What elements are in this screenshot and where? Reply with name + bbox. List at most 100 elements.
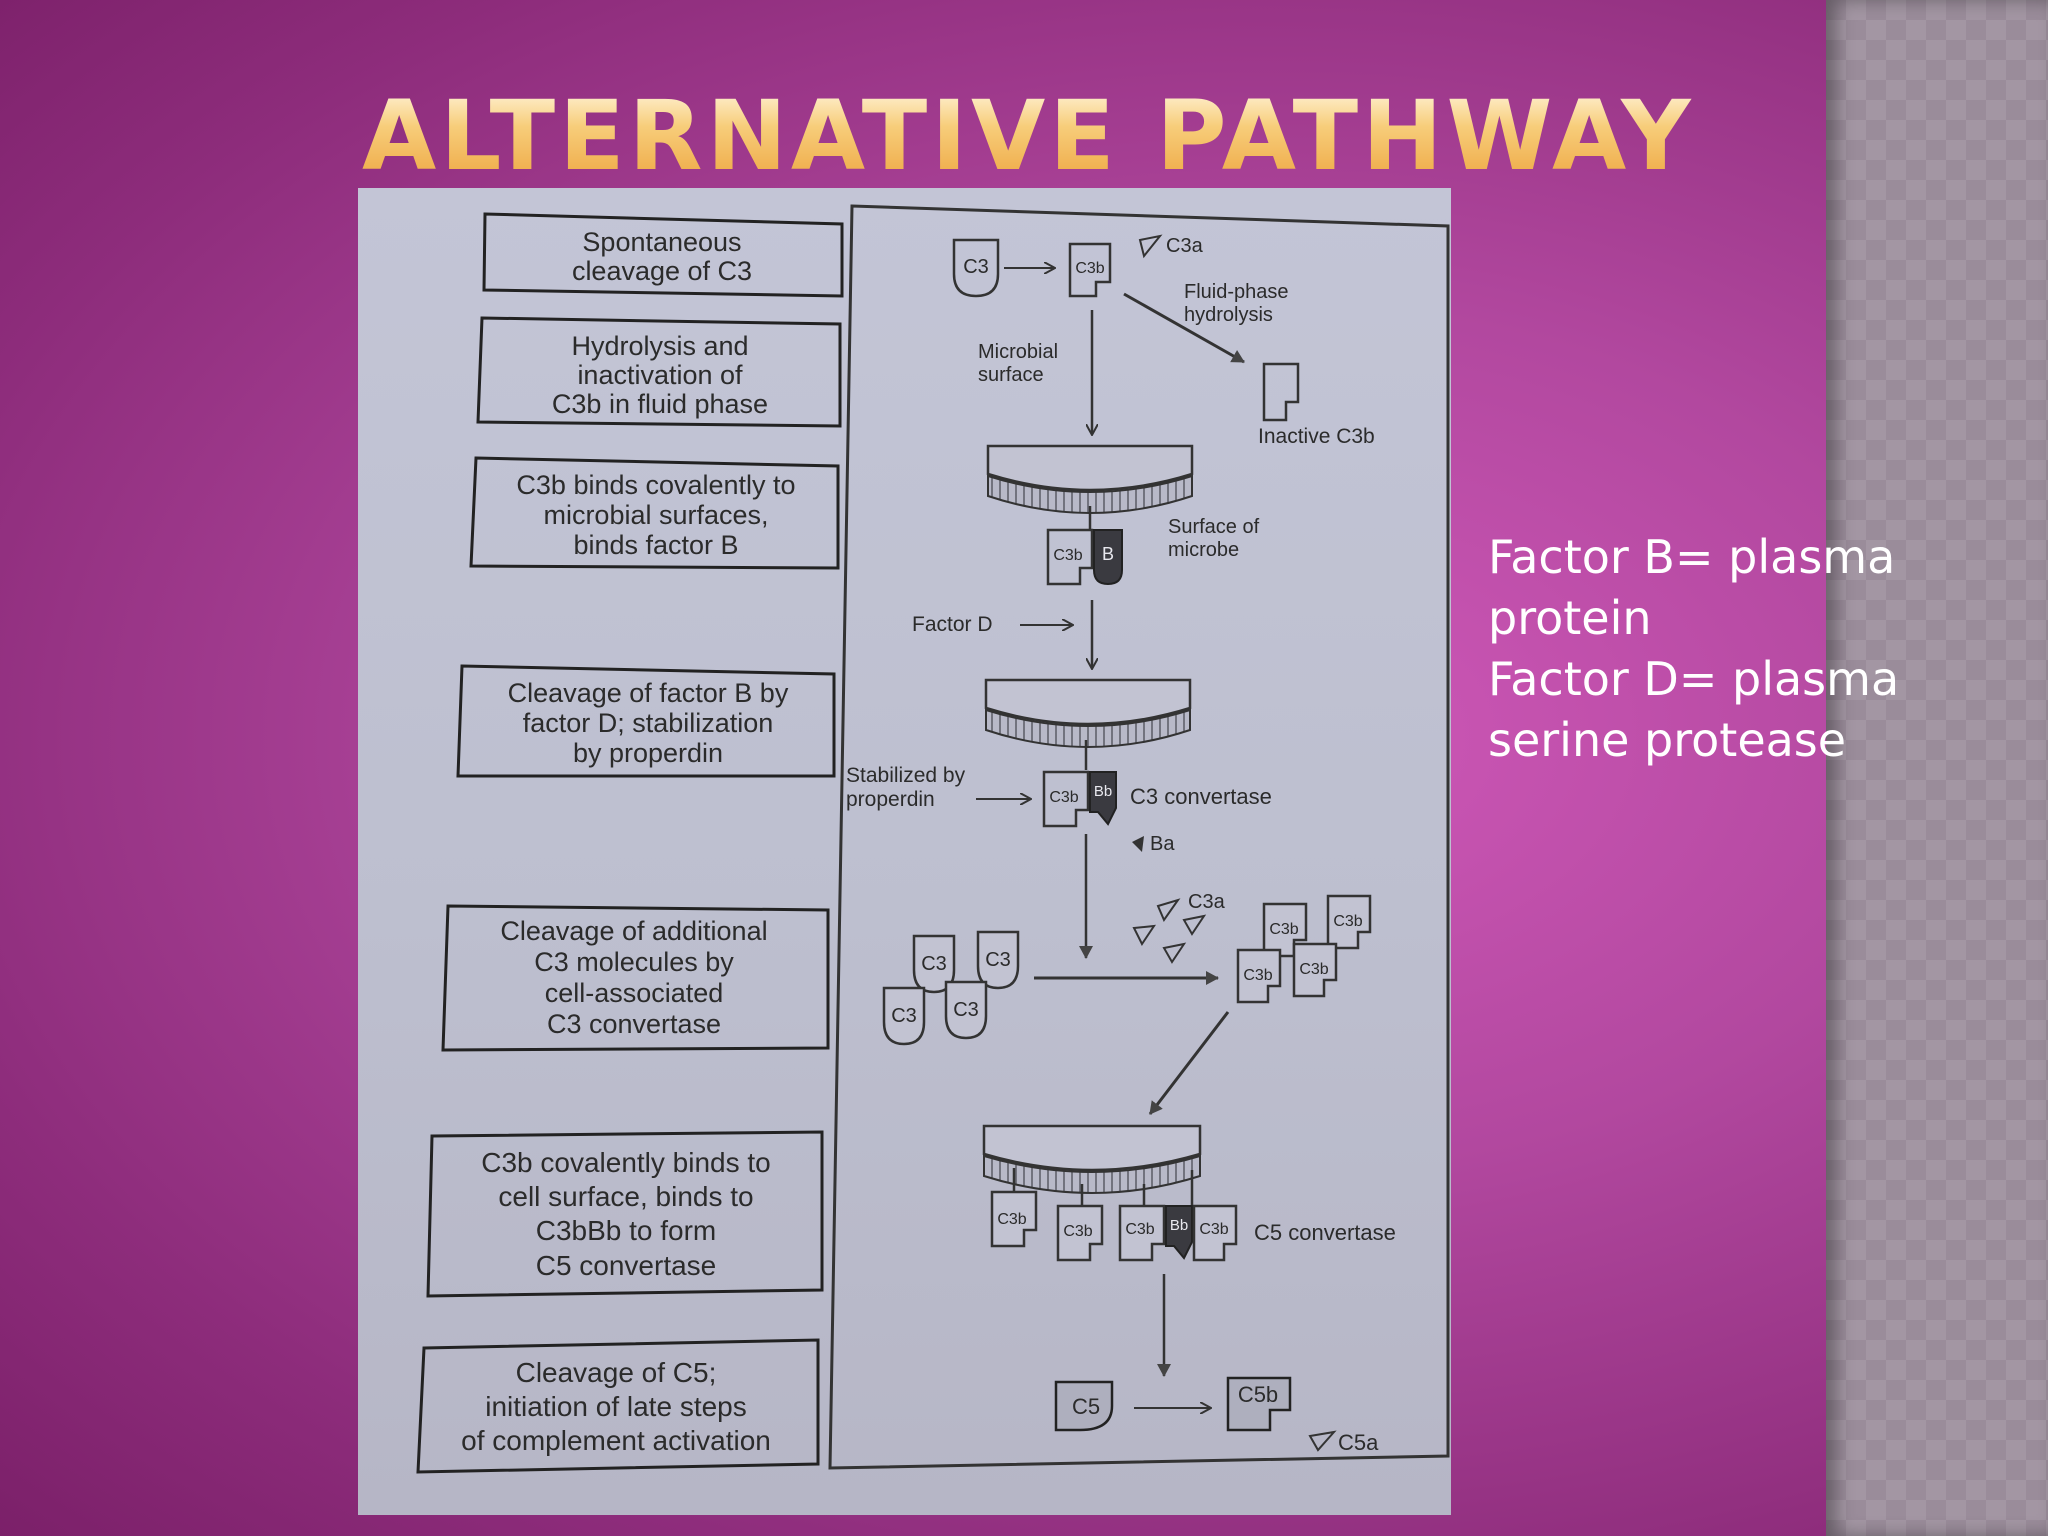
microbial-surface-label: Microbial xyxy=(978,341,1058,363)
c3a-fragment-icon xyxy=(1138,234,1163,259)
step-text: Hydrolysis and xyxy=(571,331,748,361)
svg-text:C3b: C3b xyxy=(1199,1221,1228,1238)
step-box-spontaneous-cleavage: Spontaneous cleavage of C3 xyxy=(482,212,844,298)
svg-text:C3b: C3b xyxy=(1333,913,1362,930)
c3b-molecule: C3b xyxy=(1292,942,1338,998)
step-text: initiation of late steps xyxy=(485,1391,747,1422)
c3b-molecule: C3b xyxy=(1326,894,1372,950)
step-text: cell surface, binds to xyxy=(498,1181,753,1212)
c5a-fragment-icon xyxy=(1308,1430,1337,1452)
c3-molecule: C3 xyxy=(882,986,926,1046)
svg-text:B: B xyxy=(1102,544,1114,564)
svg-text:C3b: C3b xyxy=(997,1211,1026,1228)
step-text: C3 molecules by xyxy=(534,947,734,977)
step-text: cell-associated xyxy=(545,978,724,1008)
note-line: serine protease xyxy=(1488,713,1847,767)
svg-text:C3b: C3b xyxy=(1299,961,1328,978)
factor-d-label: Factor D xyxy=(912,613,993,636)
step-text: of complement activation xyxy=(461,1425,771,1456)
step-text: C3bBb to form xyxy=(536,1215,717,1246)
svg-text:C3b: C3b xyxy=(1075,260,1104,277)
step-box-additional-cleavage: Cleavage of additional C3 molecules by c… xyxy=(441,904,830,1052)
c5b-molecule: C5b xyxy=(1226,1376,1292,1432)
note-line: Factor D= plasma xyxy=(1488,652,1900,706)
side-notes: Factor B= plasma protein Factor D= plasm… xyxy=(1488,527,1900,771)
diagonal-arrow xyxy=(1148,1011,1230,1115)
microbe-surface xyxy=(982,1124,1202,1194)
svg-text:C5b: C5b xyxy=(1238,1382,1278,1407)
inactive-c3b-label: Inactive C3b xyxy=(1258,425,1375,448)
step-text: C3b covalently binds to xyxy=(481,1147,771,1178)
ba-label: Ba xyxy=(1150,833,1175,855)
step-box-c5-convertase: C3b covalently binds to cell surface, bi… xyxy=(426,1130,824,1298)
step-text: C3b binds covalently to xyxy=(516,470,795,500)
svg-text:C3b: C3b xyxy=(1063,1223,1092,1240)
c3b-molecule: C3b xyxy=(1236,948,1282,1004)
svg-text:C3b: C3b xyxy=(1269,921,1298,938)
panel-frame xyxy=(828,204,1450,1470)
svg-text:C3: C3 xyxy=(891,1005,917,1027)
note-line: Factor B= plasma xyxy=(1488,530,1896,584)
fluid-phase-label: Fluid-phase xyxy=(1184,281,1289,303)
step-text: Spontaneous xyxy=(582,227,741,257)
step-text: Cleavage of C5; xyxy=(516,1357,717,1388)
c3a-label: C3a xyxy=(1166,235,1204,257)
step-box-factor-b-cleavage: Cleavage of factor B by factor D; stabil… xyxy=(456,664,836,778)
svg-text:C3b: C3b xyxy=(1049,789,1078,806)
c3b-factor-b-complex: C3b B xyxy=(1046,528,1123,586)
c3-molecule: C3 xyxy=(912,934,956,994)
ba-fragment-icon xyxy=(1132,836,1144,852)
step-text: by properdin xyxy=(573,738,723,768)
microbe-surface xyxy=(984,678,1192,748)
step-box-covalent-binding: C3b binds covalently to microbial surfac… xyxy=(469,456,840,570)
stabilized-label: Stabilized by xyxy=(846,764,966,787)
step-text: C5 convertase xyxy=(536,1250,717,1281)
c3-convertase-complex: C3b Bb xyxy=(1042,770,1117,828)
svg-text:C3b: C3b xyxy=(1243,967,1272,984)
svg-text:C3b: C3b xyxy=(1125,1221,1154,1238)
attachment-lines xyxy=(1012,1168,1194,1206)
c3b-molecule: C3b xyxy=(1068,242,1112,298)
slide-title: ALTERNATIVE PATHWAY xyxy=(362,80,1695,192)
step-text: cleavage of C3 xyxy=(572,256,752,286)
c3b-molecule: C3b xyxy=(990,1190,1038,1248)
svg-text:C3: C3 xyxy=(963,256,989,278)
svg-text:C5: C5 xyxy=(1072,1394,1100,1419)
inactive-c3b-icon xyxy=(1262,362,1300,422)
step-text: inactivation of xyxy=(577,360,743,390)
c3-molecule: C3 xyxy=(944,980,988,1040)
c3a-label: C3a xyxy=(1188,891,1226,913)
svg-text:Bb: Bb xyxy=(1094,783,1112,800)
step-text: Cleavage of factor B by xyxy=(508,678,789,708)
svg-text:C3: C3 xyxy=(921,953,947,975)
svg-text:C3b: C3b xyxy=(1053,547,1082,564)
c3-molecule: C3 xyxy=(952,238,1000,298)
c3a-fragments xyxy=(1132,898,1207,964)
step-text: C3b in fluid phase xyxy=(552,389,768,419)
decorative-side-strip xyxy=(1826,0,2048,1536)
microbial-surface-label: surface xyxy=(978,364,1044,386)
step-text: Cleavage of additional xyxy=(500,916,767,946)
note-line: protein xyxy=(1488,591,1652,645)
svg-text:C3: C3 xyxy=(953,999,979,1021)
step-text: binds factor B xyxy=(573,530,738,560)
svg-text:Bb: Bb xyxy=(1170,1217,1188,1234)
c5-convertase-label: C5 convertase xyxy=(1254,1220,1396,1245)
hydrolysis-arrow xyxy=(1123,292,1245,364)
c3-molecule: C3 xyxy=(976,930,1020,990)
pathway-diagram-photo: Spontaneous cleavage of C3 Hydrolysis an… xyxy=(358,188,1451,1515)
c5-molecule: C5 xyxy=(1054,1380,1114,1432)
c3b-molecule: C3b xyxy=(1056,1204,1104,1262)
svg-text:C3: C3 xyxy=(985,949,1011,971)
step-text: factor D; stabilization xyxy=(523,708,774,738)
step-box-hydrolysis: Hydrolysis and inactivation of C3b in fl… xyxy=(476,316,842,428)
step-text: C3 convertase xyxy=(547,1009,721,1039)
c3-convertase-label: C3 convertase xyxy=(1130,784,1272,809)
surface-of-microbe-label: Surface of xyxy=(1168,516,1260,538)
stabilized-label: properdin xyxy=(846,788,935,811)
step-text: microbial surfaces, xyxy=(543,500,768,530)
microbe-surface xyxy=(986,444,1194,514)
c5a-label: C5a xyxy=(1338,1430,1379,1455)
step-box-c5-cleavage: Cleavage of C5; initiation of late steps… xyxy=(416,1338,820,1474)
surface-of-microbe-label: microbe xyxy=(1168,539,1239,561)
